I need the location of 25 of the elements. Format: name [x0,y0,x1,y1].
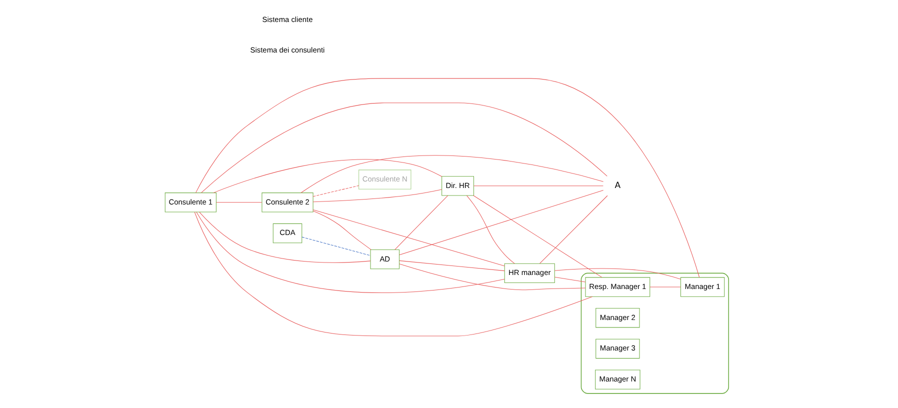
connector [399,260,505,272]
connector [554,268,681,280]
cluster [580,272,730,394]
connector [194,212,593,336]
connector [199,212,371,263]
connector [399,264,586,290]
connector [312,189,442,202]
connector [466,195,515,264]
connector [473,195,602,278]
connector [216,202,262,203]
connector [201,102,608,193]
connector [399,190,604,256]
connector [650,286,681,288]
connector [196,78,700,278]
connector [213,159,442,194]
connector [394,195,448,250]
connector [312,210,372,250]
connector [312,185,360,197]
connector [300,155,604,194]
connector [540,195,608,264]
connector [312,210,505,266]
connector [554,276,586,282]
connector [302,236,371,256]
node-text: A [614,180,621,191]
connector [196,212,505,293]
